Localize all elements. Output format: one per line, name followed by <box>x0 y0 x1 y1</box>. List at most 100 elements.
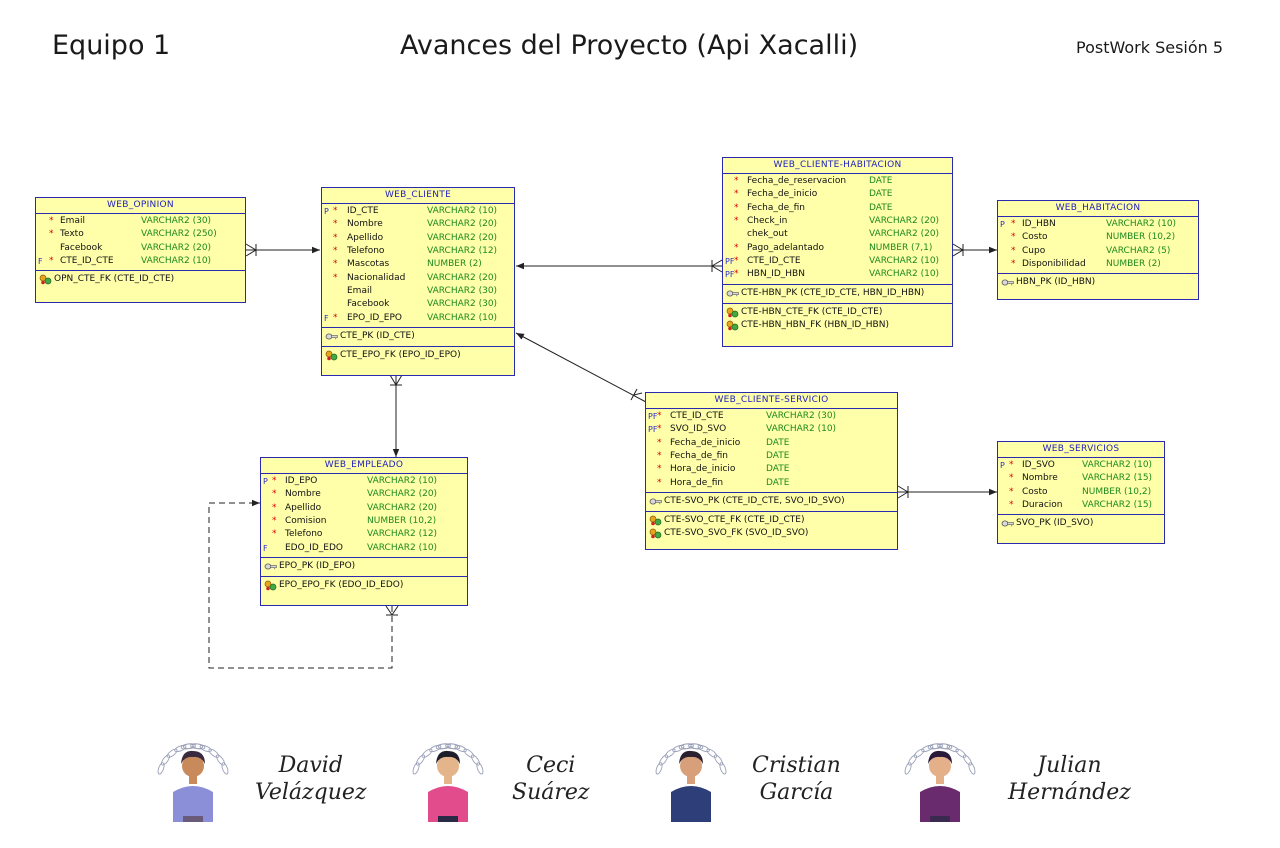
primary-key-label: CTE-SVO_PK (CTE_ID_CTE, SVO_ID_SVO) <box>664 496 845 507</box>
column-name: SVO_ID_SVO <box>670 424 727 435</box>
foreign-key-section: CTE-SVO_CTE_FK (CTE_ID_CTE)CTE-SVO_SVO_F… <box>646 511 897 543</box>
entity-title: WEB_CLIENTE-HABITACION <box>723 158 952 174</box>
foreign-key-row[interactable]: CTE-HBN_CTE_FK (CTE_ID_CTE) <box>723 306 952 319</box>
column-type: VARCHAR2 (15) <box>1082 473 1153 484</box>
column-type: VARCHAR2 (10) <box>427 312 498 323</box>
primary-key-row[interactable]: SVO_PK (ID_SVO) <box>998 517 1164 530</box>
key-flag: PF <box>648 425 658 435</box>
column-type: VARCHAR2 (30) <box>427 286 498 297</box>
primary-key-row[interactable]: CTE-SVO_PK (CTE_ID_CTE, SVO_ID_SVO) <box>646 495 897 508</box>
key-flag: F <box>324 313 329 323</box>
primary-key-row[interactable]: HBN_PK (ID_HBN) <box>998 276 1198 289</box>
entity-web-cliente-habitacion[interactable]: WEB_CLIENTE-HABITACION*Fecha_de_reservac… <box>722 157 953 347</box>
foreign-key-label: OPN_CTE_FK (CTE_ID_CTE) <box>54 274 175 285</box>
foreign-key-row[interactable]: OPN_CTE_FK (CTE_ID_CTE) <box>36 273 245 286</box>
foreign-key-row[interactable]: CTE-SVO_SVO_FK (SVO_ID_SVO) <box>646 527 897 540</box>
key-flag: P <box>1000 220 1005 229</box>
column-row[interactable]: Email VARCHAR2 (30) <box>322 285 514 298</box>
required-marker: * <box>1009 473 1014 484</box>
primary-key-label: EPO_PK (ID_EPO) <box>279 561 356 572</box>
pk-key-icon <box>1001 277 1014 288</box>
column-type: NUMBER (10,2) <box>1082 486 1152 497</box>
required-marker: * <box>657 437 662 448</box>
column-name: Facebook <box>60 242 103 253</box>
column-name: Duracion <box>1022 500 1063 511</box>
column-name: Telefono <box>285 529 323 540</box>
foreign-key-row[interactable]: CTE_EPO_FK (EPO_ID_EPO) <box>322 349 514 362</box>
rel-empleado-self <box>208 499 393 669</box>
foreign-key-row[interactable]: EPO_EPO_FK (EDO_ID_EDO) <box>261 579 467 592</box>
key-flag: P <box>263 477 268 486</box>
required-marker: * <box>734 189 739 200</box>
primary-key-row[interactable]: EPO_PK (ID_EPO) <box>261 560 467 573</box>
column-type: NUMBER (2) <box>427 259 482 270</box>
column-type: VARCHAR2 (15) <box>1082 500 1153 511</box>
required-marker: * <box>1011 259 1016 270</box>
foreign-key-row[interactable]: CTE-SVO_CTE_FK (CTE_ID_CTE) <box>646 514 897 527</box>
foreign-key-row[interactable]: CTE-HBN_HBN_FK (HBN_ID_HBN) <box>723 319 952 332</box>
column-row[interactable]: Facebook VARCHAR2 (20) <box>36 242 245 255</box>
column-name: Email <box>347 286 372 297</box>
entity-title: WEB_HABITACION <box>998 201 1198 217</box>
required-marker: * <box>1009 500 1014 511</box>
primary-key-label: CTE_PK (ID_CTE) <box>340 331 415 342</box>
column-type: DATE <box>869 202 893 213</box>
required-marker: * <box>1011 245 1016 256</box>
required-marker: * <box>272 476 277 486</box>
column-name: EPO_ID_EPO <box>347 312 402 323</box>
column-name: Fecha_de_inicio <box>670 437 741 448</box>
column-type: VARCHAR2 (20) <box>141 242 212 253</box>
column-name: Fecha_de_fin <box>747 202 806 213</box>
primary-key-row[interactable]: CTE-HBN_PK (CTE_ID_CTE, HBN_ID_HBN) <box>723 287 952 300</box>
column-name: CTE_ID_CTE <box>747 256 801 267</box>
primary-key-row[interactable]: CTE_PK (ID_CTE) <box>322 330 514 343</box>
column-row[interactable]: * Duracion VARCHAR2 (15) <box>998 499 1164 512</box>
primary-key-section: CTE-HBN_PK (CTE_ID_CTE, HBN_ID_HBN) <box>723 283 952 303</box>
primary-key-label: SVO_PK (ID_SVO) <box>1016 518 1094 529</box>
